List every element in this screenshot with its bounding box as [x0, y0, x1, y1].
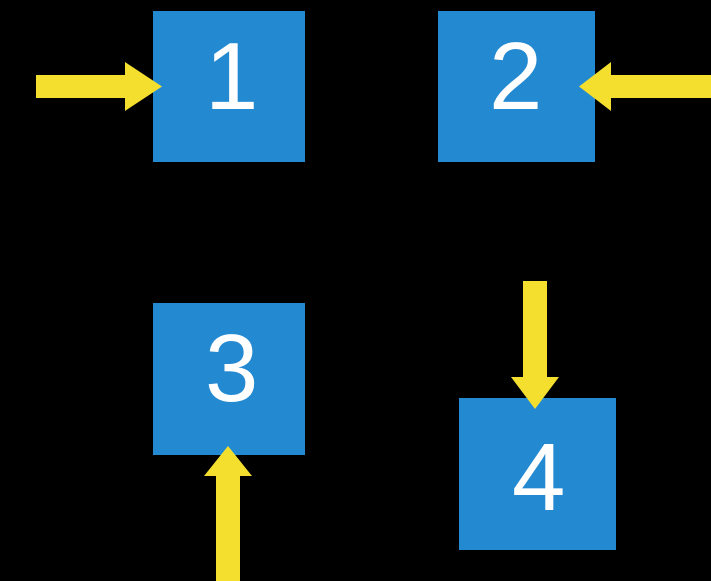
node-label-3: 3: [205, 315, 259, 422]
node-label-1: 1: [205, 23, 259, 130]
arrow-down-into-node-4: [511, 281, 559, 409]
arrow-right-into-node-1: [36, 62, 162, 111]
node-box-3[interactable]: [153, 303, 305, 455]
node-box-4[interactable]: [459, 398, 616, 550]
node-box-2[interactable]: [438, 11, 595, 162]
node-label-4: 4: [512, 424, 566, 531]
node-label-2: 2: [489, 23, 543, 130]
arrow-left-into-node-2: [579, 62, 711, 111]
arrow-up-into-node-3: [204, 446, 252, 581]
node-box-1[interactable]: [153, 11, 305, 162]
